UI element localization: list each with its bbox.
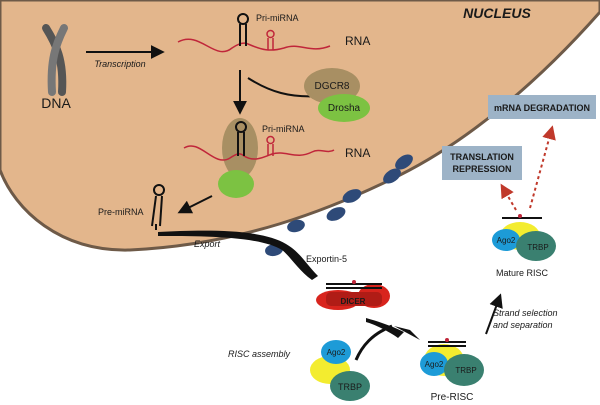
drosha-on-rna — [218, 170, 254, 198]
mature-risc-label: Mature RISC — [496, 268, 549, 278]
pri-mirna-hairpin-mid — [235, 121, 247, 156]
translation-repression-box — [442, 146, 522, 180]
mirna-hairpin-small-mid — [266, 135, 275, 156]
pri-mirna-label-mid: Pri-miRNA — [262, 124, 305, 134]
dicer-label: DICER — [341, 297, 366, 306]
dgcr8-on-rna — [222, 118, 258, 178]
strand-selection-arrow — [485, 293, 503, 335]
pri-mirna-hairpin-top — [237, 13, 249, 46]
pre-mirna-label: Pre-miRNA — [98, 207, 144, 217]
strand-selection-label-2: and separation — [493, 320, 553, 330]
ago2-label-a: Ago2 — [327, 348, 346, 357]
export-arrow — [158, 230, 318, 280]
dna-label: DNA — [41, 95, 71, 111]
exportin5-label: Exportin-5 — [306, 254, 347, 264]
pre-risc-complex — [420, 338, 484, 386]
mrna-degradation-arrow — [529, 125, 556, 209]
nucleus-title: NUCLEUS — [463, 5, 531, 21]
drosha-protein — [318, 94, 370, 122]
translation-repression-arrow — [500, 183, 517, 211]
ago2-label-c: Ago2 — [497, 236, 516, 245]
export-label: Export — [194, 239, 221, 249]
transcription-label: Transcription — [94, 59, 145, 69]
nuclear-pore — [342, 189, 362, 203]
nuclear-pore — [383, 168, 401, 184]
dgcr8-label: DGCR8 — [314, 81, 349, 92]
nucleus-region — [0, 0, 600, 252]
trbp-protein-a — [330, 371, 370, 401]
nuclear-pores — [265, 154, 413, 257]
translation-repression-label-2: REPRESSION — [452, 164, 511, 174]
rna-label-top: RNA — [345, 34, 370, 48]
trbp-label-a: TRBP — [338, 382, 362, 392]
mrna-degradation-label: mRNA DEGRADATION — [494, 103, 590, 113]
mrna-degradation-box — [488, 95, 596, 119]
drosha-label: Drosha — [328, 103, 361, 114]
nuclear-pore — [287, 219, 305, 233]
pre-mirna-hairpin — [151, 184, 165, 230]
trbp-label-c: TRBP — [527, 243, 548, 252]
mature-risc-complex — [492, 214, 556, 261]
pre-risc-label: Pre-RISC — [431, 392, 474, 403]
risc-assembly-curve — [354, 324, 393, 361]
risc-assembly-label: RISC assembly — [228, 349, 291, 359]
pri-mirna-label-top: Pri-miRNA — [256, 13, 299, 23]
risc-assembly-arrow — [366, 318, 420, 340]
strand-selection-label-1: Strand selection — [493, 308, 558, 318]
translation-repression-label-1: TRANSLATION — [450, 152, 514, 162]
nuclear-pore — [395, 154, 413, 170]
mirna-hairpin-small-top — [266, 29, 275, 50]
to-pre-mirna-arrow — [177, 195, 213, 214]
rna-label-mid: RNA — [345, 146, 370, 160]
trbp-label-b: TRBP — [455, 366, 476, 375]
nuclear-pore — [326, 207, 346, 221]
dicer-complex — [316, 280, 390, 310]
rna-strand-mid — [183, 145, 335, 161]
rna-strand-top — [177, 38, 331, 53]
ago2-label-b: Ago2 — [425, 360, 444, 369]
dna-chromosome-icon — [42, 24, 68, 96]
ago2-protein-a — [321, 340, 351, 364]
